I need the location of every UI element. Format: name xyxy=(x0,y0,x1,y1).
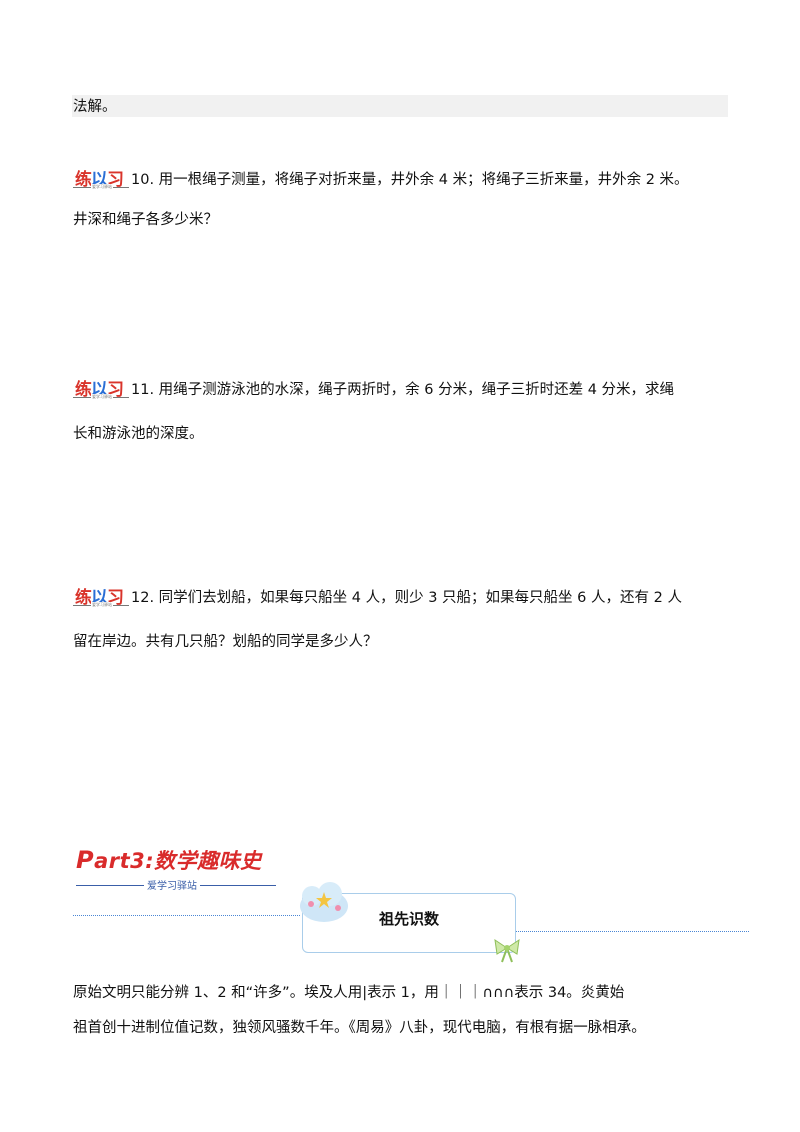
problem-text: 12. 同学们去划船，如果每只船坐 4 人，则少 3 只船；如果每只船坐 6 人… xyxy=(131,590,682,606)
problem-text-cont: 井深和绳子各多少米？ xyxy=(73,212,218,228)
practice-badge-icon: 练以习 爱学习驿站 xyxy=(73,585,129,611)
practice-badge-icon: 练以习 爱学习驿站 xyxy=(73,377,129,403)
problem-line: 练以习 爱学习驿站 12. 同学们去划船，如果每只船坐 4 人，则少 3 只船；… xyxy=(73,585,682,611)
problem-text-cont: 长和游泳池的深度。 xyxy=(73,426,204,442)
problem-line: 练以习 爱学习驿站 11. 用绳子测游泳池的水深，绳子两折时，余 6 分米，绳子… xyxy=(73,377,674,403)
part3-header: Part3:数学趣味史 爱学习驿站 xyxy=(76,845,276,892)
section-title: 祖先识数 xyxy=(378,910,439,928)
part3-subtitle: 爱学习驿站 xyxy=(144,877,200,892)
history-paragraph-line1: 原始文明只能分辨 1、2 和“许多”。埃及人用|表示 1，用｜｜｜∩∩∩表示 3… xyxy=(73,985,625,1001)
problem-line: 练以习 爱学习驿站 10. 用一根绳子测量，将绳子对折来量，井外余 4 米；将绳… xyxy=(73,167,689,193)
ribbon-bow-icon xyxy=(494,938,520,963)
problem-text-cont: 留在岸边。共有几只船？划船的同学是多少人？ xyxy=(73,634,378,650)
practice-badge-icon: 练以习 爱学习驿站 xyxy=(73,167,129,193)
previous-text-fragment: 法解。 xyxy=(73,99,117,115)
dotted-divider-right xyxy=(516,931,749,932)
highlight-band xyxy=(72,95,728,117)
part3-title: Part3:数学趣味史 xyxy=(76,846,262,874)
problem-text: 11. 用绳子测游泳池的水深，绳子两折时，余 6 分米，绳子三折时还差 4 分米… xyxy=(131,382,675,398)
dotted-divider-left xyxy=(73,915,300,916)
part3-subtitle-rule: 爱学习驿站 xyxy=(76,877,276,892)
history-paragraph-line2: 祖首创十进制位值记数，独领风骚数千年。《周易》八卦，现代电脑，有根有据一脉相承。 xyxy=(73,1020,646,1036)
cloud-star-icon xyxy=(300,882,348,922)
problem-text: 10. 用一根绳子测量，将绳子对折来量，井外余 4 米；将绳子三折来量，井外余 … xyxy=(131,172,689,188)
